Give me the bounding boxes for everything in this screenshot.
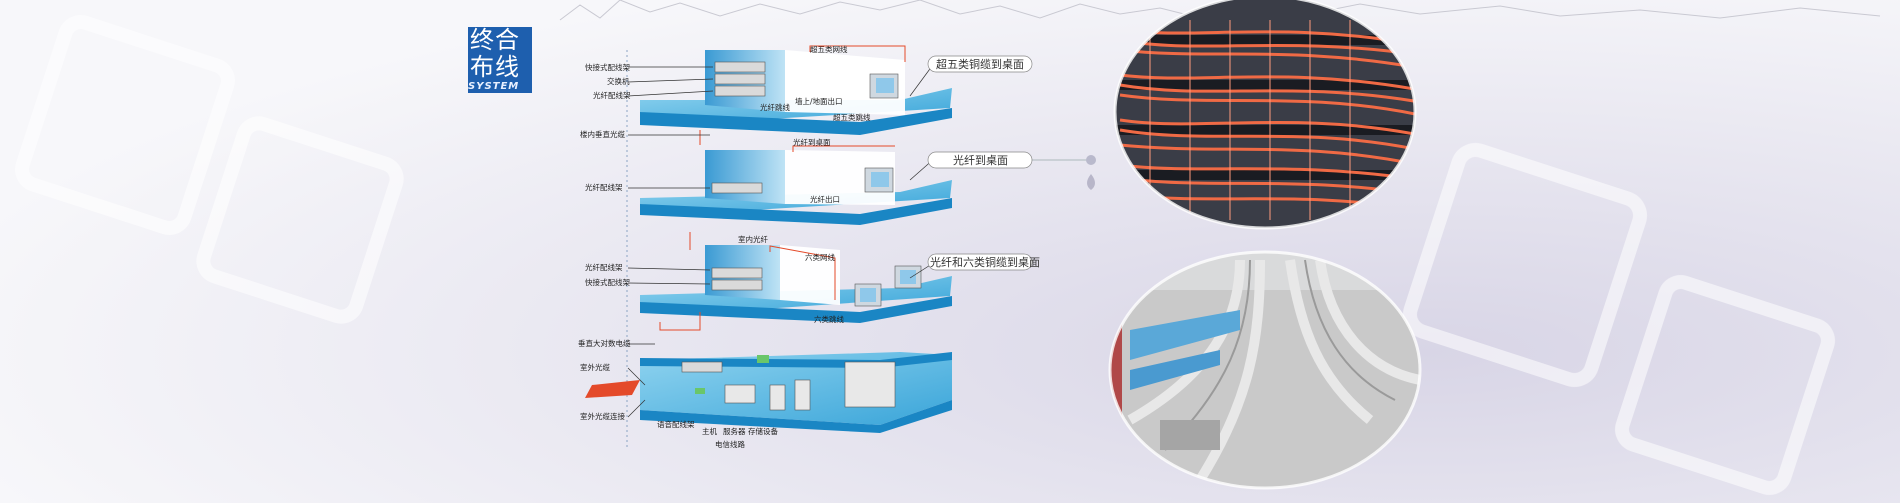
floor-1 [640, 45, 952, 135]
connector-knob [1086, 155, 1096, 165]
label-floor1-0: 快接式配线架 [585, 62, 630, 72]
callout-bubble-2 [927, 151, 1033, 169]
label-floor1-2: 光纤配线架 [593, 90, 631, 100]
label-riser: 楼内垂直光缆 [580, 129, 625, 139]
callout-bubble-1 [927, 55, 1033, 73]
floor-3 [640, 245, 952, 323]
title-subtitle: SYSTEM [468, 81, 520, 92]
label-floor4-inner-1: 主机 [702, 426, 717, 436]
drop-icon [1087, 174, 1095, 190]
label-floor1-inner-3: 超五类跳线 [833, 112, 871, 122]
label-floor4-0: 垂直大对数电缆 [578, 338, 631, 348]
floor-2 [640, 145, 952, 225]
label-floor2-0: 光纤配线架 [585, 182, 623, 192]
label-floor3-inner-2: 六类跳线 [814, 314, 844, 324]
leader-lines [627, 61, 1090, 418]
label-floor4-inner-2: 服务器 [723, 426, 746, 436]
callout-text-3: 光纤和六类铜缆到桌面 [930, 255, 1040, 269]
label-floor1-1: 交换机 [607, 76, 630, 86]
callout-text-1: 超五类铜缆到桌面 [936, 57, 1024, 71]
label-floor4-inner-3: 存储设备 [748, 426, 778, 436]
floor-4 [585, 352, 952, 433]
label-floor3-inner-1: 六类网线 [805, 252, 835, 262]
title-block: 终合 布线 SYSTEM [468, 27, 532, 93]
title-line-2: 布线 [470, 53, 520, 81]
riser-cables [659, 130, 701, 331]
label-floor4-1: 室外光缆 [580, 362, 610, 372]
callout-text-2: 光纤到桌面 [953, 153, 1008, 167]
label-floor3-0: 光纤配线架 [585, 262, 623, 272]
label-floor4-2: 室外光缆连接 [580, 411, 625, 421]
label-floor3-1: 快接式配线架 [585, 277, 630, 287]
label-floor2-inner-1: 光纤出口 [810, 194, 840, 204]
label-floor2-inner-0: 光纤到桌面 [793, 137, 831, 147]
label-floor4-inner-4: 电信线路 [715, 439, 745, 449]
label-floor1-inner-0: 超五类网线 [810, 44, 848, 54]
label-floor4-inner-0: 语音配线架 [657, 419, 695, 429]
title-line-1: 终合 [470, 26, 520, 54]
callout-bubble-3 [927, 253, 1033, 271]
label-floor1-inner-2: 光纤跳线 [760, 102, 790, 112]
label-floor1-inner-1: 墙上/地面出口 [795, 96, 843, 106]
label-floor3-inner-0: 室内光纤 [738, 234, 768, 244]
